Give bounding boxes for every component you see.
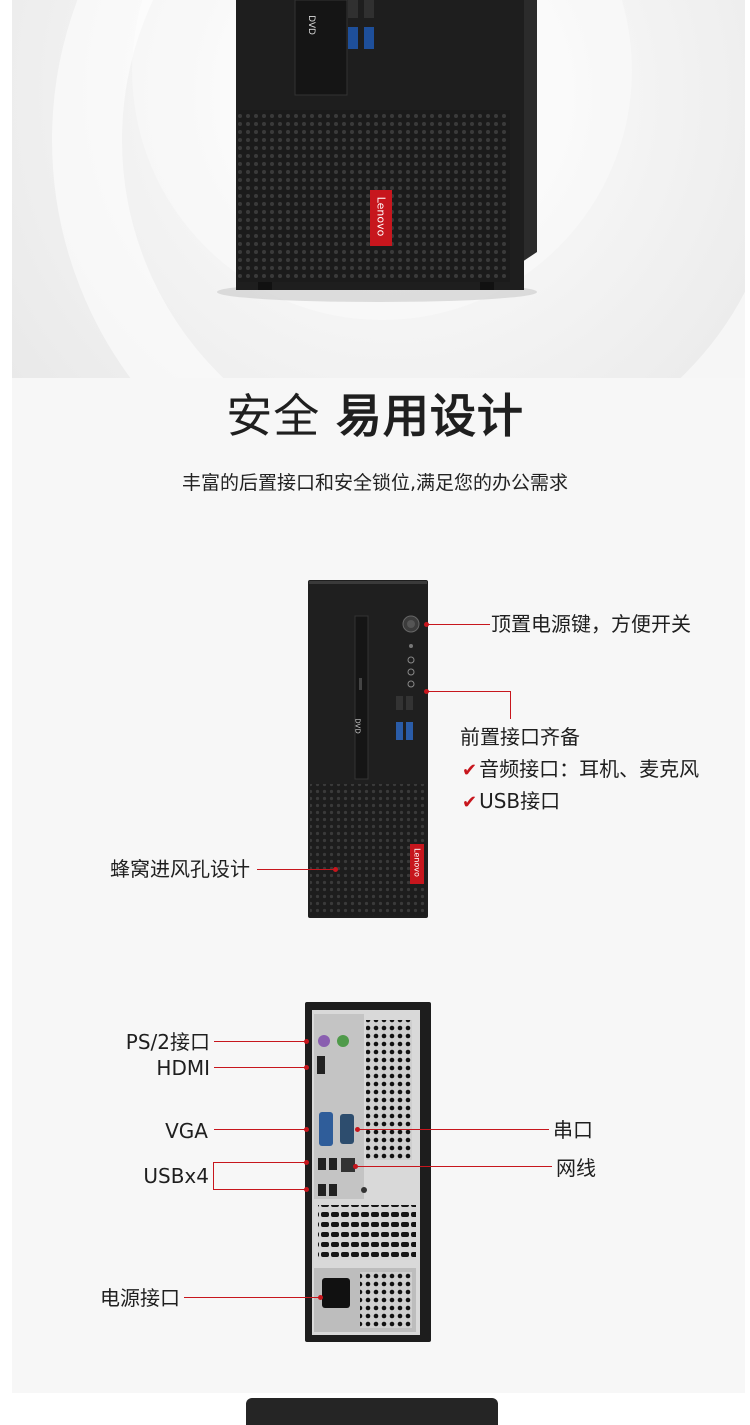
check-icon: ✔: [462, 760, 478, 781]
ps2-port-label: PS/2接口: [125, 1030, 210, 1054]
hdmi-callout-line: [214, 1067, 306, 1068]
usb-callout-dot-bottom: [304, 1187, 309, 1192]
section-title-light: 安全: [226, 389, 321, 443]
section-title-bold: 易用设计: [335, 389, 524, 443]
front-ports-label: 前置接口齐备: [460, 725, 580, 749]
ps2-callout-line: [214, 1041, 306, 1042]
vga-callout-dot: [304, 1127, 309, 1132]
check-icon: ✔: [462, 792, 478, 813]
vent-callout-dot: [333, 867, 338, 872]
front-brand-label: Lenovo: [412, 848, 422, 877]
power-callout-line: [428, 624, 490, 625]
power-callout-dot: [424, 622, 429, 627]
serial-callout-dot: [355, 1127, 360, 1132]
hero-brand-badge: Lenovo: [370, 190, 392, 246]
usb-callout-dot-top: [304, 1160, 309, 1165]
front-tower-image: [308, 580, 428, 918]
lan-callout-line: [357, 1166, 552, 1167]
hdmi-port-label: HDMI: [156, 1056, 210, 1080]
hero-brand-label: Lenovo: [374, 196, 388, 237]
next-section-tower-image: [246, 1398, 498, 1425]
lan-callout-dot: [353, 1164, 358, 1169]
section-subtitle: 丰富的后置接口和安全锁位,满足您的办公需求: [181, 472, 569, 494]
lan-port-label: 网线: [556, 1156, 596, 1180]
feature-item-audio-text: 音频接口：耳机、麦克风: [479, 757, 700, 781]
usb-ports-label: USBx4: [143, 1164, 209, 1188]
vga-callout-line: [214, 1129, 306, 1130]
feature-item-audio: ✔音频接口：耳机、麦克风: [462, 757, 699, 783]
power-port-label: 电源接口: [100, 1286, 180, 1310]
power-port-callout-line: [184, 1297, 320, 1298]
usb-callout-line-bottom: [213, 1189, 306, 1190]
hdmi-callout-dot: [304, 1065, 309, 1070]
ports-callout-line: [428, 691, 510, 692]
rear-tower-image: [305, 1002, 431, 1342]
vent-label: 蜂窝进风孔设计: [110, 857, 250, 881]
section-title: 安全 易用设计: [0, 380, 750, 446]
usb-callout-line-top: [213, 1162, 306, 1163]
ports-callout-drop: [510, 691, 511, 719]
ps2-callout-dot: [304, 1039, 309, 1044]
hero-drive-label: DVD: [305, 15, 316, 35]
serial-callout-line: [359, 1129, 549, 1130]
hero-tower-image: [217, 0, 537, 302]
feature-item-usb-text: USB接口: [479, 789, 561, 813]
feature-item-usb: ✔USB接口: [462, 789, 560, 815]
power-port-callout-dot: [318, 1295, 323, 1300]
front-brand-badge: Lenovo: [410, 844, 424, 884]
vent-callout-line: [257, 869, 335, 870]
vga-port-label: VGA: [165, 1119, 208, 1143]
ports-callout-dot: [424, 689, 429, 694]
power-button-label: 顶置电源键，方便开关: [491, 612, 691, 636]
serial-port-label: 串口: [553, 1118, 593, 1142]
usb-callout-bracket: [213, 1162, 214, 1190]
front-drive-label: DVD: [353, 718, 362, 734]
hero-banner: DVD Lenovo: [12, 0, 745, 378]
